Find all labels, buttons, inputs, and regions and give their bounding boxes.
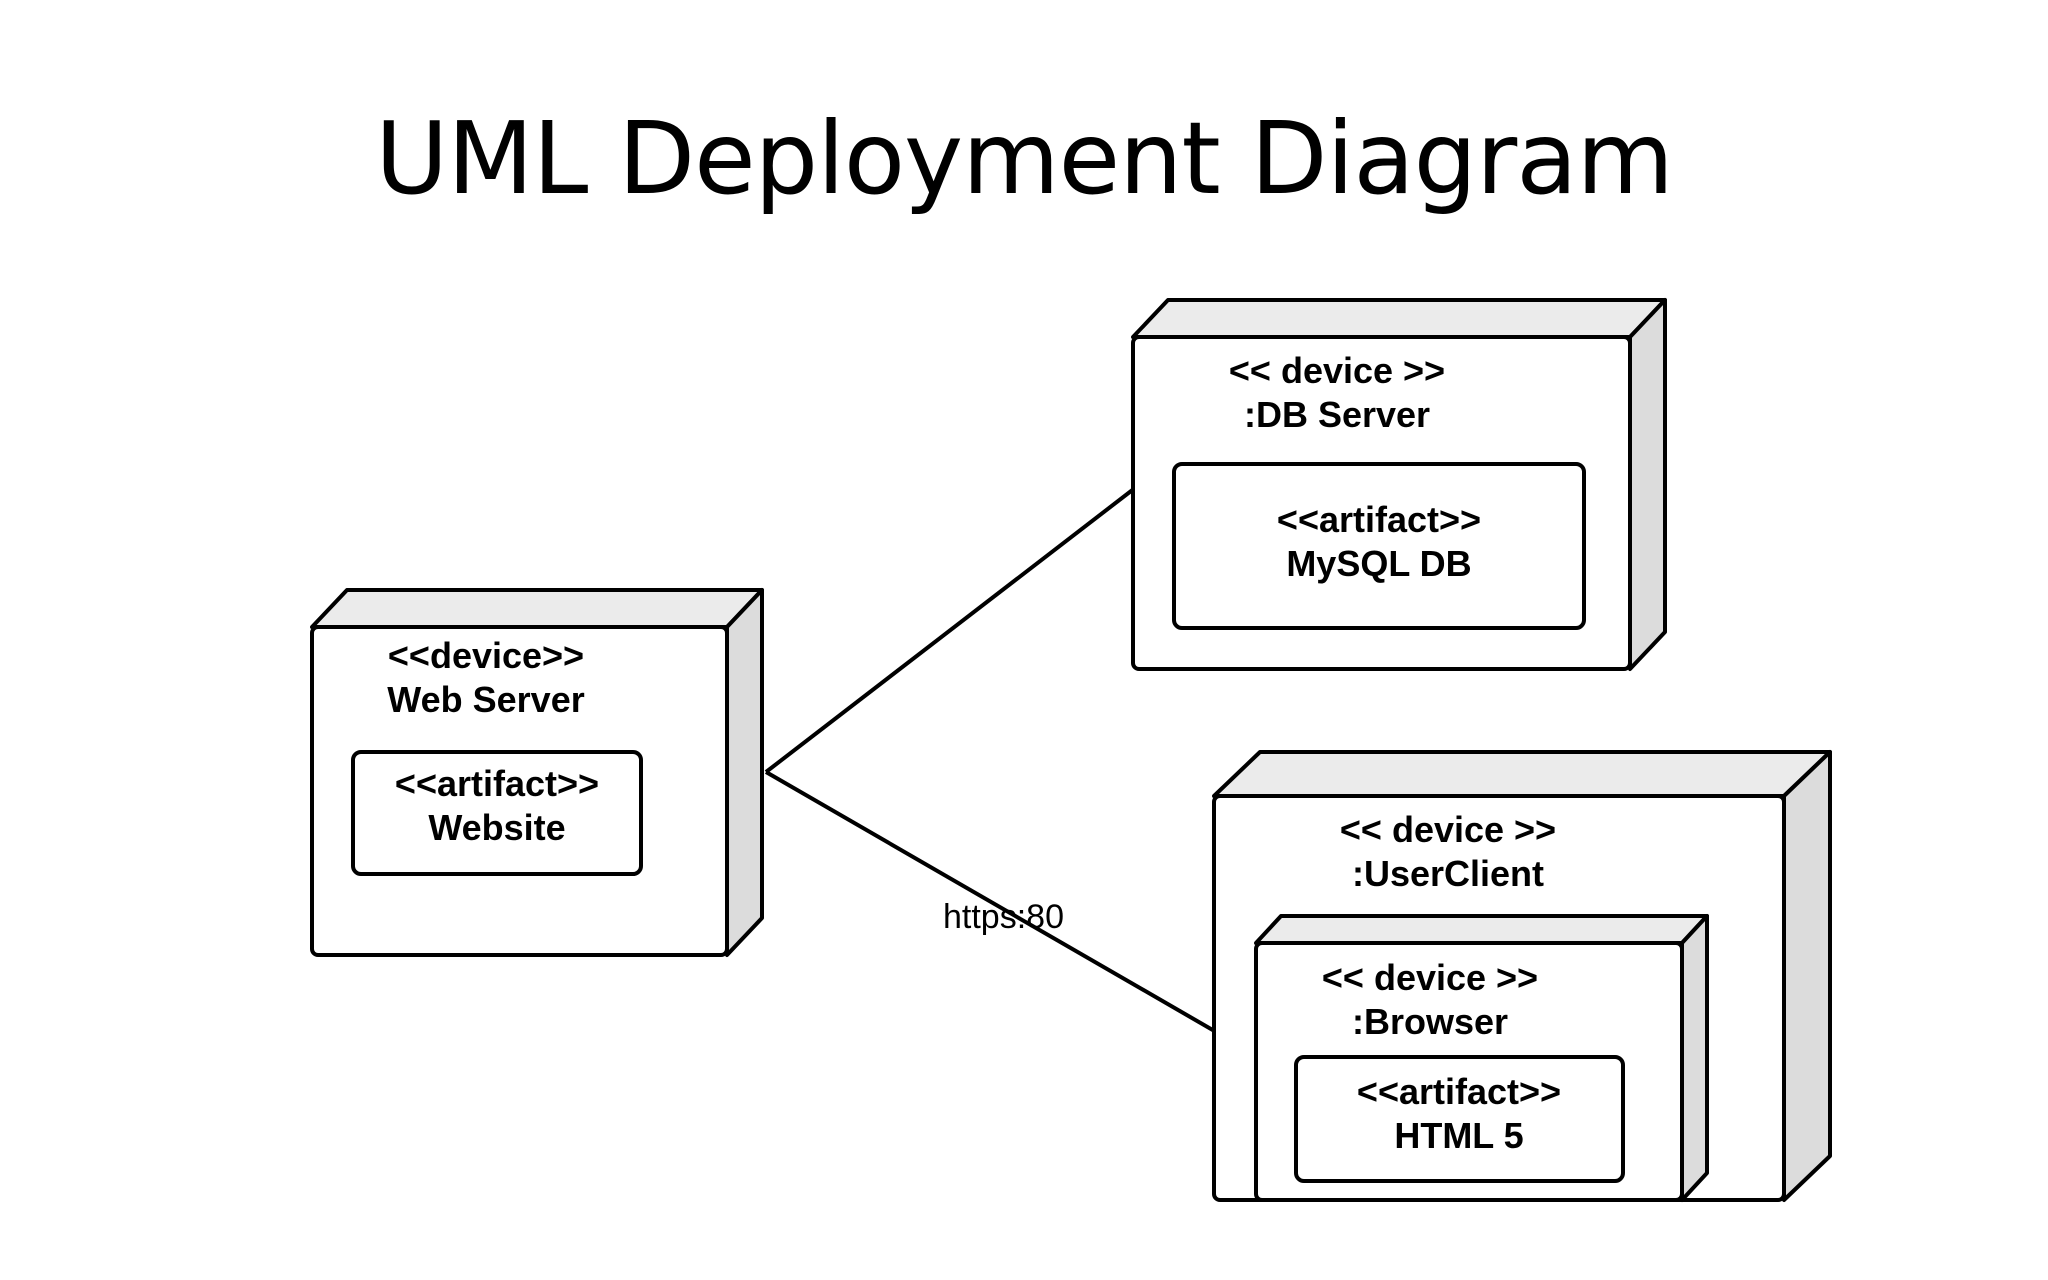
node-web-server-top: [310, 588, 764, 629]
node-browser[interactable]: << device >> :Browser <<artifact>> HTML …: [1254, 914, 1709, 1202]
connector-label-https: https:80: [943, 898, 1064, 936]
node-db-server-name: :DB Server: [1244, 394, 1430, 435]
node-web-server-stereotype: <<device>>: [388, 635, 584, 676]
artifact-html5-stereotype: <<artifact>>: [1357, 1071, 1561, 1112]
node-user-client-top: [1212, 750, 1832, 798]
node-web-server-side: [725, 588, 764, 957]
node-db-server-side: [1628, 298, 1667, 671]
artifact-mysql-db-name: MySQL DB: [1286, 543, 1471, 584]
artifact-html5-name: HTML 5: [1394, 1115, 1523, 1156]
artifact-html5[interactable]: <<artifact>> HTML 5: [1294, 1055, 1625, 1183]
node-user-client[interactable]: << device >> :UserClient << device >> :B…: [1212, 750, 1832, 1202]
artifact-website-stereotype: <<artifact>>: [395, 763, 599, 804]
node-browser-stereotype: << device >>: [1322, 957, 1538, 998]
node-browser-top: [1254, 914, 1709, 945]
connector-web-to-db: [764, 486, 1137, 774]
node-db-server-stereotype: << device >>: [1229, 350, 1445, 391]
node-browser-side: [1680, 914, 1709, 1202]
artifact-html5-box: [1294, 1055, 1625, 1183]
artifact-website[interactable]: <<artifact>> Website: [351, 750, 643, 876]
page-title: UML Deployment Diagram: [375, 100, 1674, 217]
node-db-server[interactable]: << device >> :DB Server <<artifact>> MyS…: [1131, 298, 1667, 671]
node-browser-name: :Browser: [1352, 1001, 1508, 1042]
artifact-mysql-db-stereotype: <<artifact>>: [1277, 499, 1481, 540]
artifact-mysql-db-box: [1172, 462, 1586, 630]
node-user-client-name: :UserClient: [1352, 853, 1544, 894]
artifact-website-box: [351, 750, 643, 876]
node-user-client-stereotype: << device >>: [1340, 809, 1556, 850]
artifact-website-name: Website: [428, 807, 565, 848]
node-user-client-side: [1782, 750, 1832, 1202]
connector-web-to-browser: [764, 770, 1258, 1057]
artifact-mysql-db[interactable]: <<artifact>> MySQL DB: [1172, 462, 1586, 630]
node-web-server[interactable]: <<device>> Web Server <<artifact>> Websi…: [310, 588, 764, 957]
node-web-server-name: Web Server: [387, 679, 584, 720]
node-db-server-top: [1131, 298, 1667, 339]
